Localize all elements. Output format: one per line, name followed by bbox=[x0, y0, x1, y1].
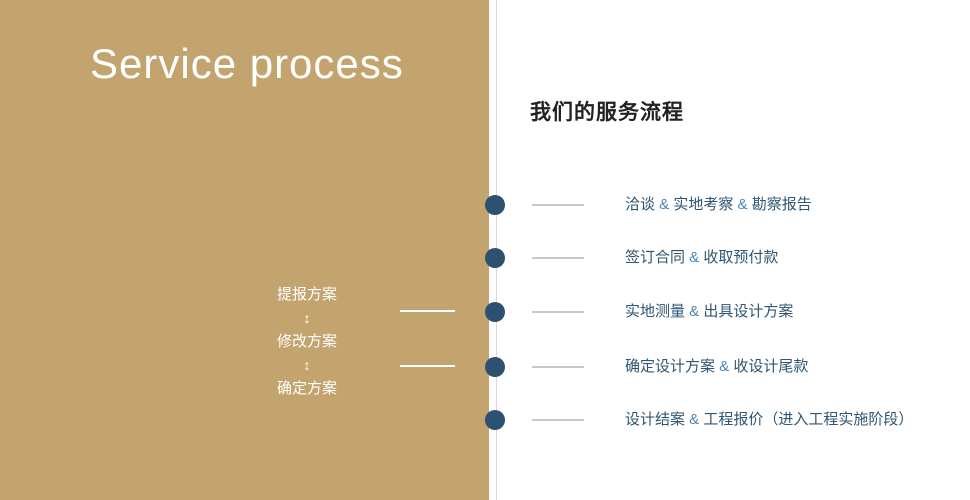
updown-arrow-icon: ↕ bbox=[303, 310, 311, 326]
dash-line bbox=[532, 366, 584, 368]
timeline-item-text: 实地测量 & 出具设计方案 bbox=[625, 303, 794, 320]
connector-line bbox=[400, 365, 455, 367]
timeline-item-text: 确定设计方案 & 收设计尾款 bbox=[625, 358, 809, 375]
timeline-item-text: 签订合同 & 收取预付款 bbox=[625, 249, 779, 266]
timeline-dot bbox=[485, 248, 505, 268]
connector-line bbox=[400, 310, 455, 312]
timeline-dot bbox=[485, 357, 505, 377]
step-label: 确定方案 bbox=[276, 380, 337, 397]
timeline-row: 签订合同 & 收取预付款 bbox=[0, 248, 970, 268]
ampersand: & bbox=[689, 303, 700, 320]
dash-line bbox=[532, 204, 584, 206]
page-title: Service process bbox=[90, 40, 404, 87]
step-label: 修改方案 bbox=[276, 333, 337, 350]
section-heading: 我们的服务流程 bbox=[530, 101, 684, 124]
ampersand: & bbox=[737, 196, 748, 213]
ampersand: & bbox=[689, 249, 700, 266]
ampersand: & bbox=[659, 196, 670, 213]
timeline-row: 设计结案 & 工程报价（进入工程实施阶段） bbox=[0, 410, 970, 430]
ampersand: & bbox=[689, 411, 700, 428]
timeline-item-text: 洽谈 & 实地考察 & 勘察报告 bbox=[625, 196, 812, 213]
timeline-row: 实地测量 & 出具设计方案 bbox=[0, 302, 970, 322]
dash-line bbox=[532, 419, 584, 421]
step-label: 提报方案 bbox=[276, 286, 337, 303]
timeline-dot bbox=[485, 302, 505, 322]
plan-steps: 提报方案 ↕ 修改方案 ↕ 确定方案 bbox=[247, 283, 367, 401]
left-panel: Service process 提报方案 ↕ 修改方案 ↕ 确定方案 bbox=[0, 0, 489, 500]
timeline-item-text: 设计结案 & 工程报价（进入工程实施阶段） bbox=[625, 411, 914, 428]
timeline-row: 洽谈 & 实地考察 & 勘察报告 bbox=[0, 195, 970, 215]
timeline-dot bbox=[485, 410, 505, 430]
timeline-row: 确定设计方案 & 收设计尾款 bbox=[0, 357, 970, 377]
dash-line bbox=[532, 257, 584, 259]
ampersand: & bbox=[719, 358, 730, 375]
timeline-dot bbox=[485, 195, 505, 215]
dash-line bbox=[532, 311, 584, 313]
updown-arrow-icon: ↕ bbox=[303, 357, 311, 373]
